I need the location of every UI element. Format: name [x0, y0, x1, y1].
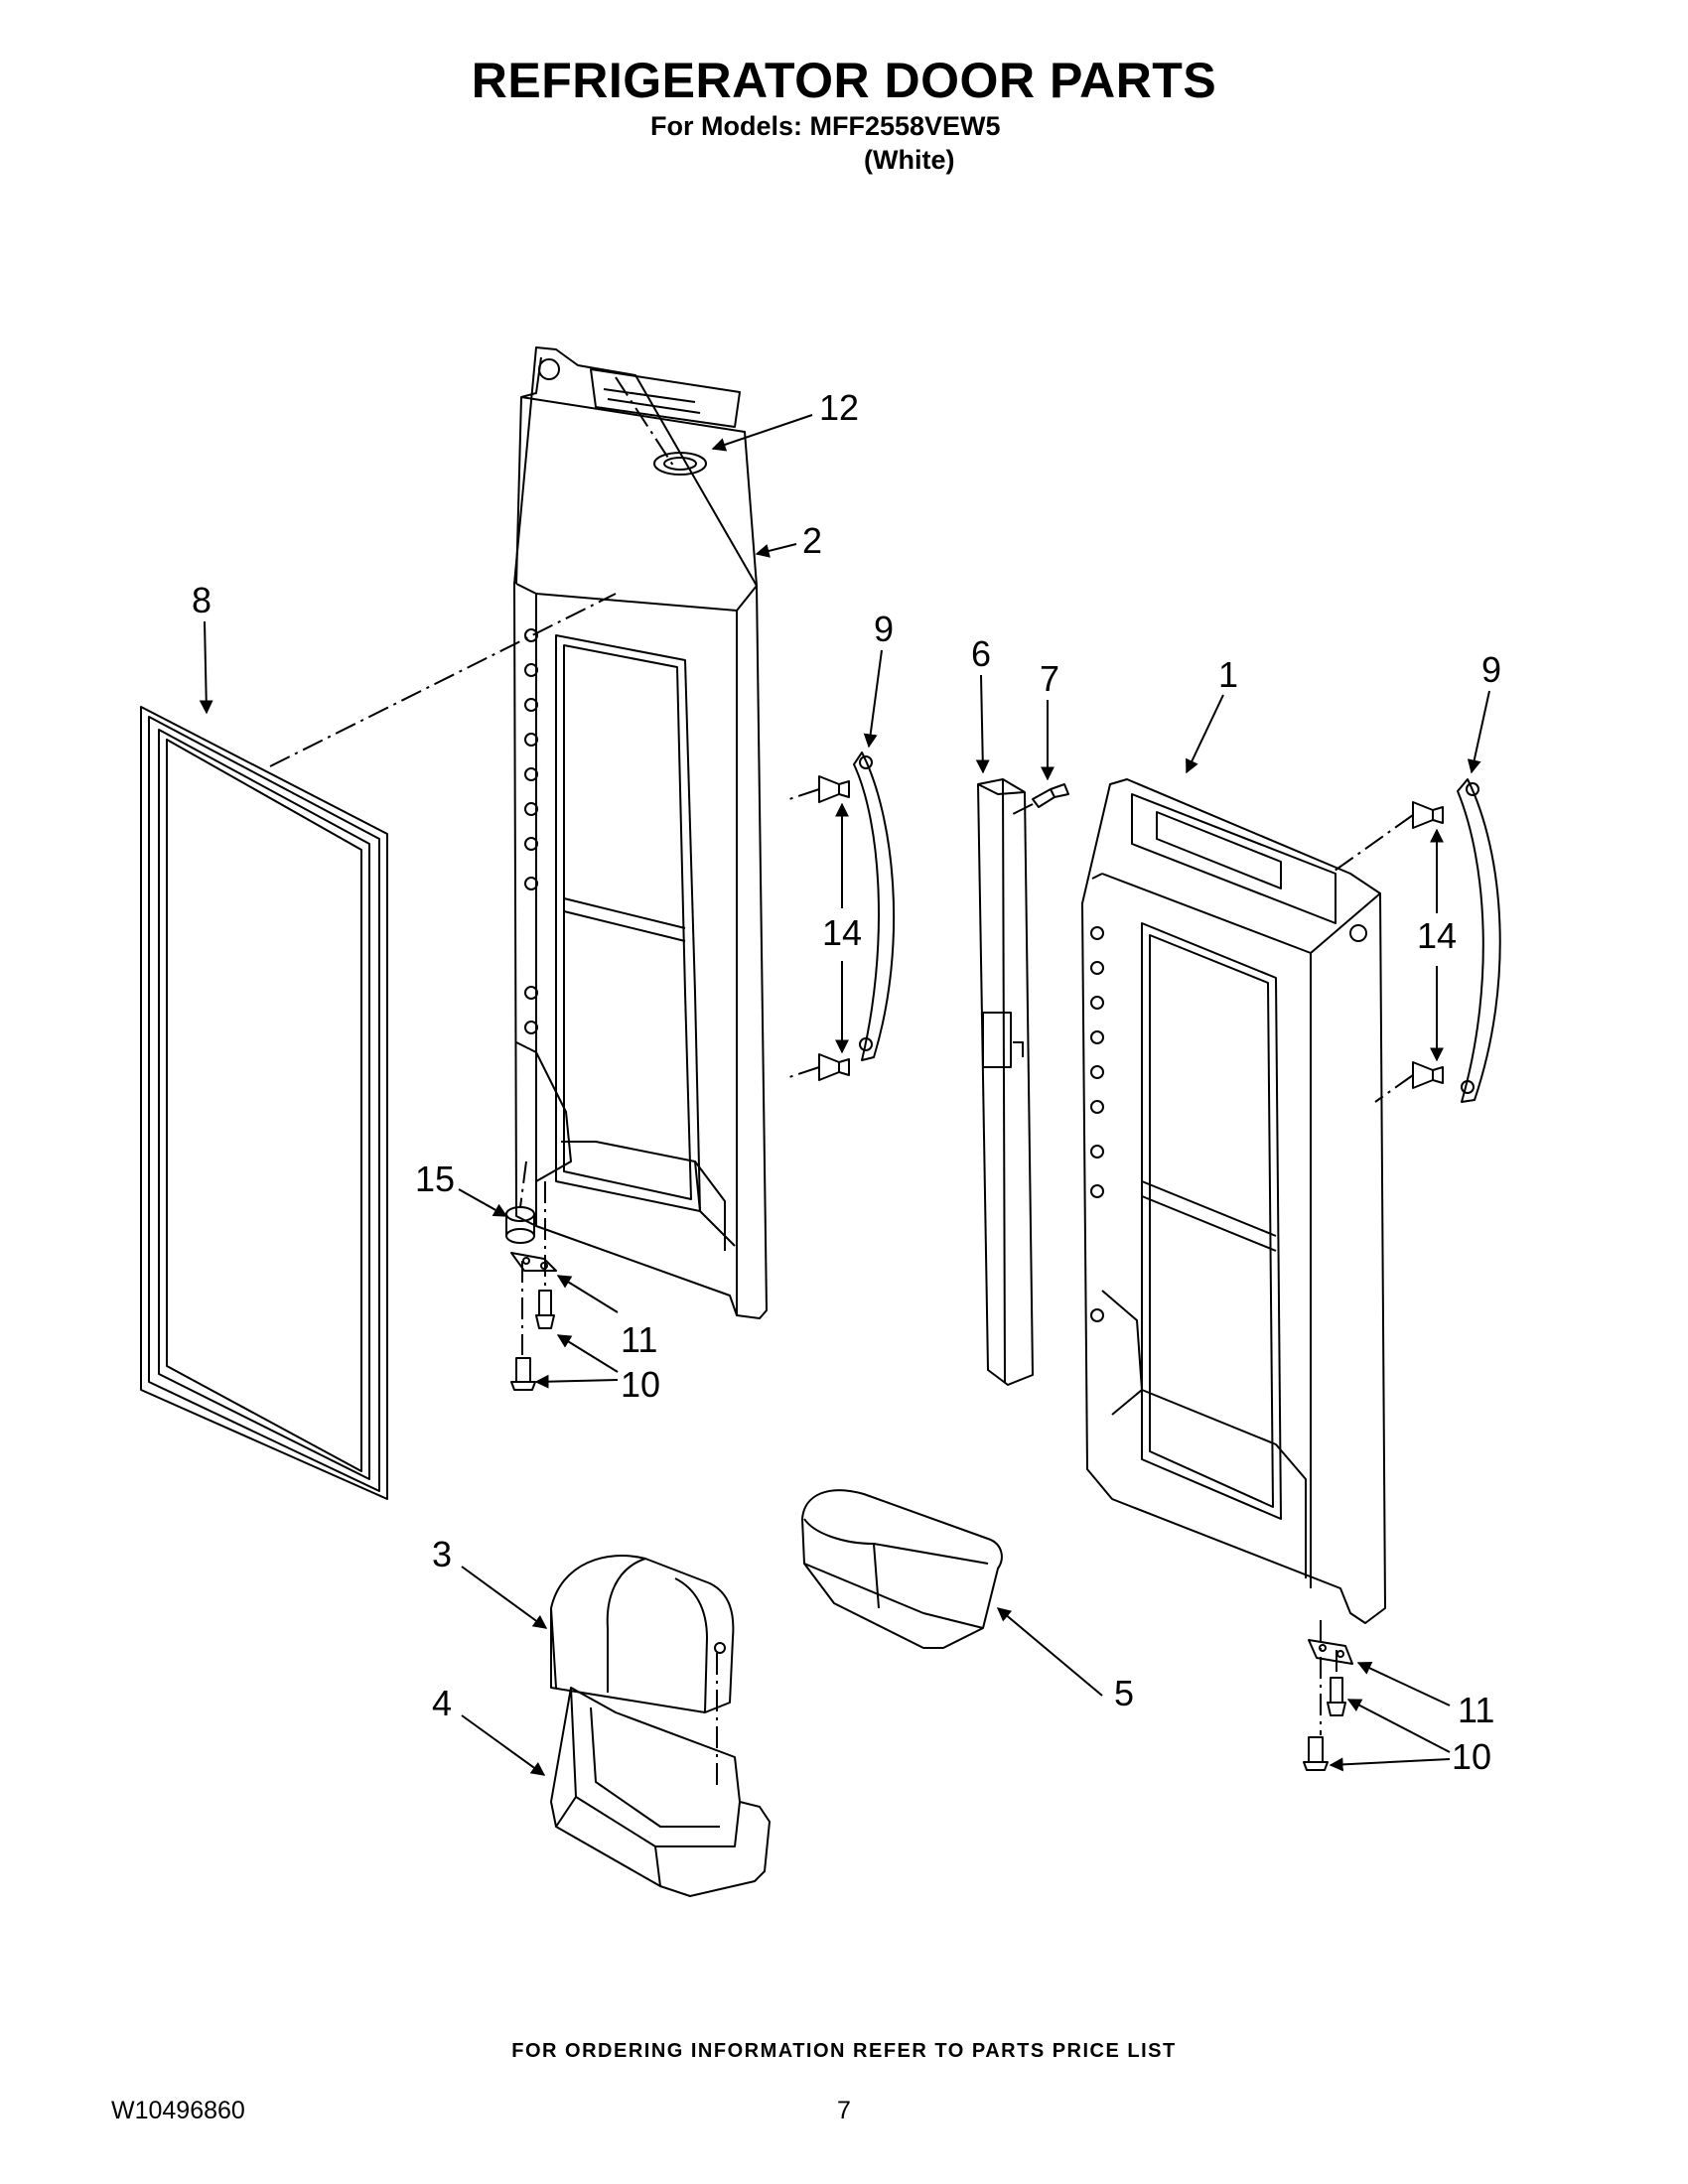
callout-8: 8 — [192, 580, 211, 620]
page-title: REFRIGERATOR DOOR PARTS — [471, 53, 1217, 108]
callout-3: 3 — [432, 1534, 452, 1574]
callout-10-left: 10 — [621, 1364, 660, 1405]
bin-cover-part-3 — [550, 1555, 735, 1713]
callout-11-left: 11 — [621, 1319, 657, 1360]
door-bin-part-4 — [550, 1687, 771, 1897]
ordering-note: FOR ORDERING INFORMATION REFER TO PARTS … — [511, 2040, 1177, 2062]
hinge-bracket-part-11-left — [510, 1252, 557, 1272]
callout-14-right: 14 — [1417, 915, 1457, 956]
callout-15: 15 — [415, 1159, 455, 1199]
document-number: W10496860 — [111, 2097, 245, 2124]
models-line: For Models: MFF2558VEW5 — [650, 111, 1001, 141]
callout-11-right: 11 — [1458, 1690, 1494, 1730]
callout-5: 5 — [1114, 1673, 1134, 1713]
model-variant: (White) — [864, 145, 955, 175]
callout-9-left: 9 — [874, 609, 894, 649]
callout-12: 12 — [819, 387, 859, 428]
right-door-part-1 — [1081, 778, 1386, 1624]
page-number: 7 — [837, 2097, 851, 2124]
callout-9-right: 9 — [1481, 649, 1501, 690]
door-handle-part-9-left — [853, 751, 896, 1061]
hinge-bushing-part-15 — [505, 1206, 535, 1244]
callout-7: 7 — [1040, 658, 1059, 699]
door-trim-part-6 — [977, 778, 1034, 1386]
door-bin-part-5 — [801, 1489, 1003, 1649]
callout-14-left: 14 — [822, 912, 862, 953]
callout-4: 4 — [432, 1683, 452, 1723]
hinge-screws-part-10 — [510, 1290, 1346, 1771]
hinge-bracket-part-11-right — [1308, 1639, 1353, 1665]
callout-10-right: 10 — [1452, 1736, 1491, 1777]
left-door-part-2 — [513, 346, 768, 1319]
door-gasket-part-8 — [140, 706, 388, 1500]
hinge-cover-part-12 — [653, 452, 707, 476]
callout-1: 1 — [1218, 654, 1238, 695]
door-handle-part-9-right — [1457, 778, 1501, 1103]
callout-6: 6 — [971, 633, 991, 674]
handle-screws-part-14 — [818, 775, 1444, 1089]
trim-screw-part-7 — [1032, 783, 1069, 808]
callout-2: 2 — [802, 520, 822, 561]
